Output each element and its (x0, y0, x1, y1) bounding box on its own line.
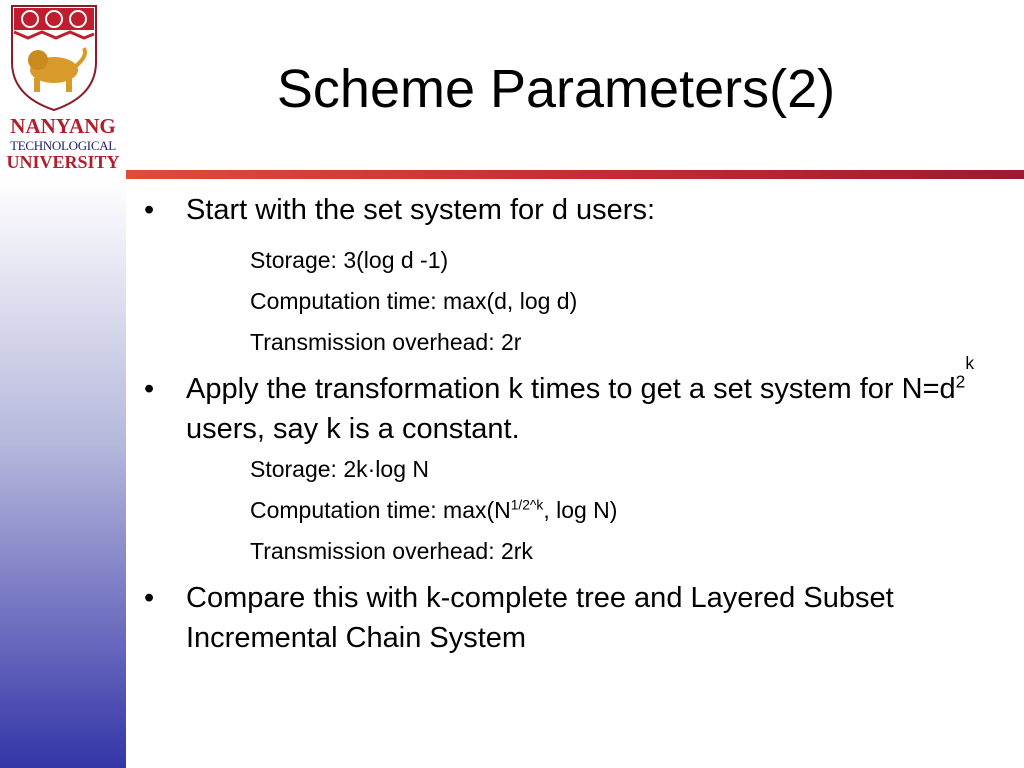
slide-title: Scheme Parameters(2) (276, 59, 836, 119)
sub-item: Transmission overhead: 2r (250, 329, 522, 355)
superscript-k: k (965, 353, 975, 373)
bullet-item: • Start with the set system for d users: (140, 190, 1000, 230)
comp-superscript: 1/2^k (510, 497, 544, 513)
sub-item: Storage: 3(log d -1) (250, 247, 449, 273)
sub-item: Computation time: max(d, log d) (250, 288, 578, 314)
sub-item: Storage: 2k·log N (250, 456, 429, 482)
bullet-item: • Compare this with k-complete tree and … (140, 578, 1000, 658)
bullet-text-post: users, say k is a constant. (186, 413, 520, 445)
crest-icon (11, 5, 97, 112)
comp-text-post: , log N) (543, 497, 618, 523)
logo-line-2: TECHNOLOGICAL (10, 138, 116, 153)
sidebar-gradient (0, 178, 126, 768)
superscript: 2 (955, 371, 966, 392)
title-divider (126, 170, 1024, 179)
bullet-item: • Apply the transformation k times to ge… (140, 354, 1000, 449)
bullet-text-pre: Apply the transformation k times to get … (186, 373, 956, 405)
bullet-icon: • (144, 373, 155, 405)
logo-line-1: NANYANG (10, 114, 116, 138)
bullet-icon: • (144, 194, 155, 226)
logo-line-3: UNIVERSITY (6, 152, 120, 172)
comp-text-pre: Computation time: max(N (250, 497, 511, 523)
slide-content: • Start with the set system for d users:… (140, 190, 1000, 658)
bullet-text: Start with the set system for d users: (186, 194, 655, 226)
sub-item: Computation time: max(N1/2^k, log N) (140, 490, 1000, 531)
university-logo: NANYANG TECHNOLOGICAL UNIVERSITY (0, 0, 126, 178)
sub-item: Transmission overhead: 2rk (250, 538, 533, 564)
bullet-text: Compare this with k-complete tree and La… (186, 582, 894, 654)
bullet-icon: • (144, 582, 155, 614)
